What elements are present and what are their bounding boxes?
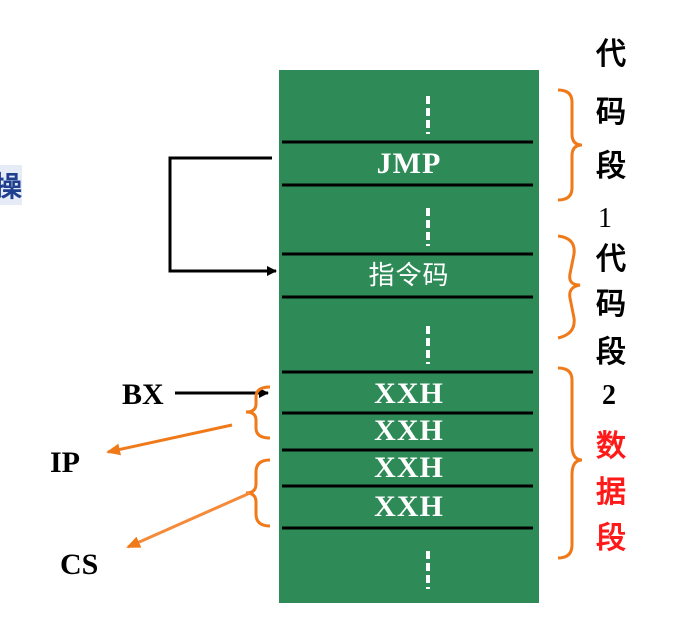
code-seg-2-char-2: 码 bbox=[596, 287, 626, 322]
code-seg-2-char-1: 代 bbox=[596, 242, 626, 277]
cell-opcode: 指令码 bbox=[368, 261, 450, 291]
jump-arrow bbox=[168, 156, 277, 276]
code-seg-2-char-3: 段 bbox=[596, 335, 626, 370]
data-seg-char-1: 数 bbox=[596, 429, 626, 464]
right-brace-data bbox=[557, 366, 583, 560]
code-seg-2-number: 2 bbox=[602, 380, 616, 411]
register-ip: IP bbox=[50, 446, 80, 479]
register-bx: BX bbox=[122, 378, 164, 411]
left-partial-char: 操 bbox=[0, 165, 23, 205]
memory-block bbox=[279, 70, 539, 603]
cell-xxh-1: XXH bbox=[374, 377, 444, 410]
right-brace-code-2 bbox=[557, 234, 581, 340]
cs-arrow bbox=[126, 491, 251, 549]
cell-xxh-2: XXH bbox=[374, 414, 444, 447]
left-brace-cs bbox=[245, 458, 271, 528]
code-seg-1-char-3: 段 bbox=[596, 149, 626, 184]
code-seg-1-char-2: 码 bbox=[596, 95, 626, 130]
register-cs: CS bbox=[60, 548, 99, 581]
cell-jmp: JMP bbox=[376, 147, 442, 180]
cell-xxh-4: XXH bbox=[374, 490, 444, 523]
ip-arrow bbox=[106, 423, 233, 456]
cell-xxh-3: XXH bbox=[374, 451, 444, 484]
code-seg-1-number: 1 bbox=[598, 203, 612, 234]
data-seg-char-3: 段 bbox=[596, 521, 626, 556]
data-seg-char-2: 据 bbox=[596, 475, 626, 510]
code-seg-1-char-1: 代 bbox=[596, 37, 626, 72]
left-brace-ip bbox=[245, 385, 271, 440]
right-brace-code-1 bbox=[557, 88, 583, 202]
